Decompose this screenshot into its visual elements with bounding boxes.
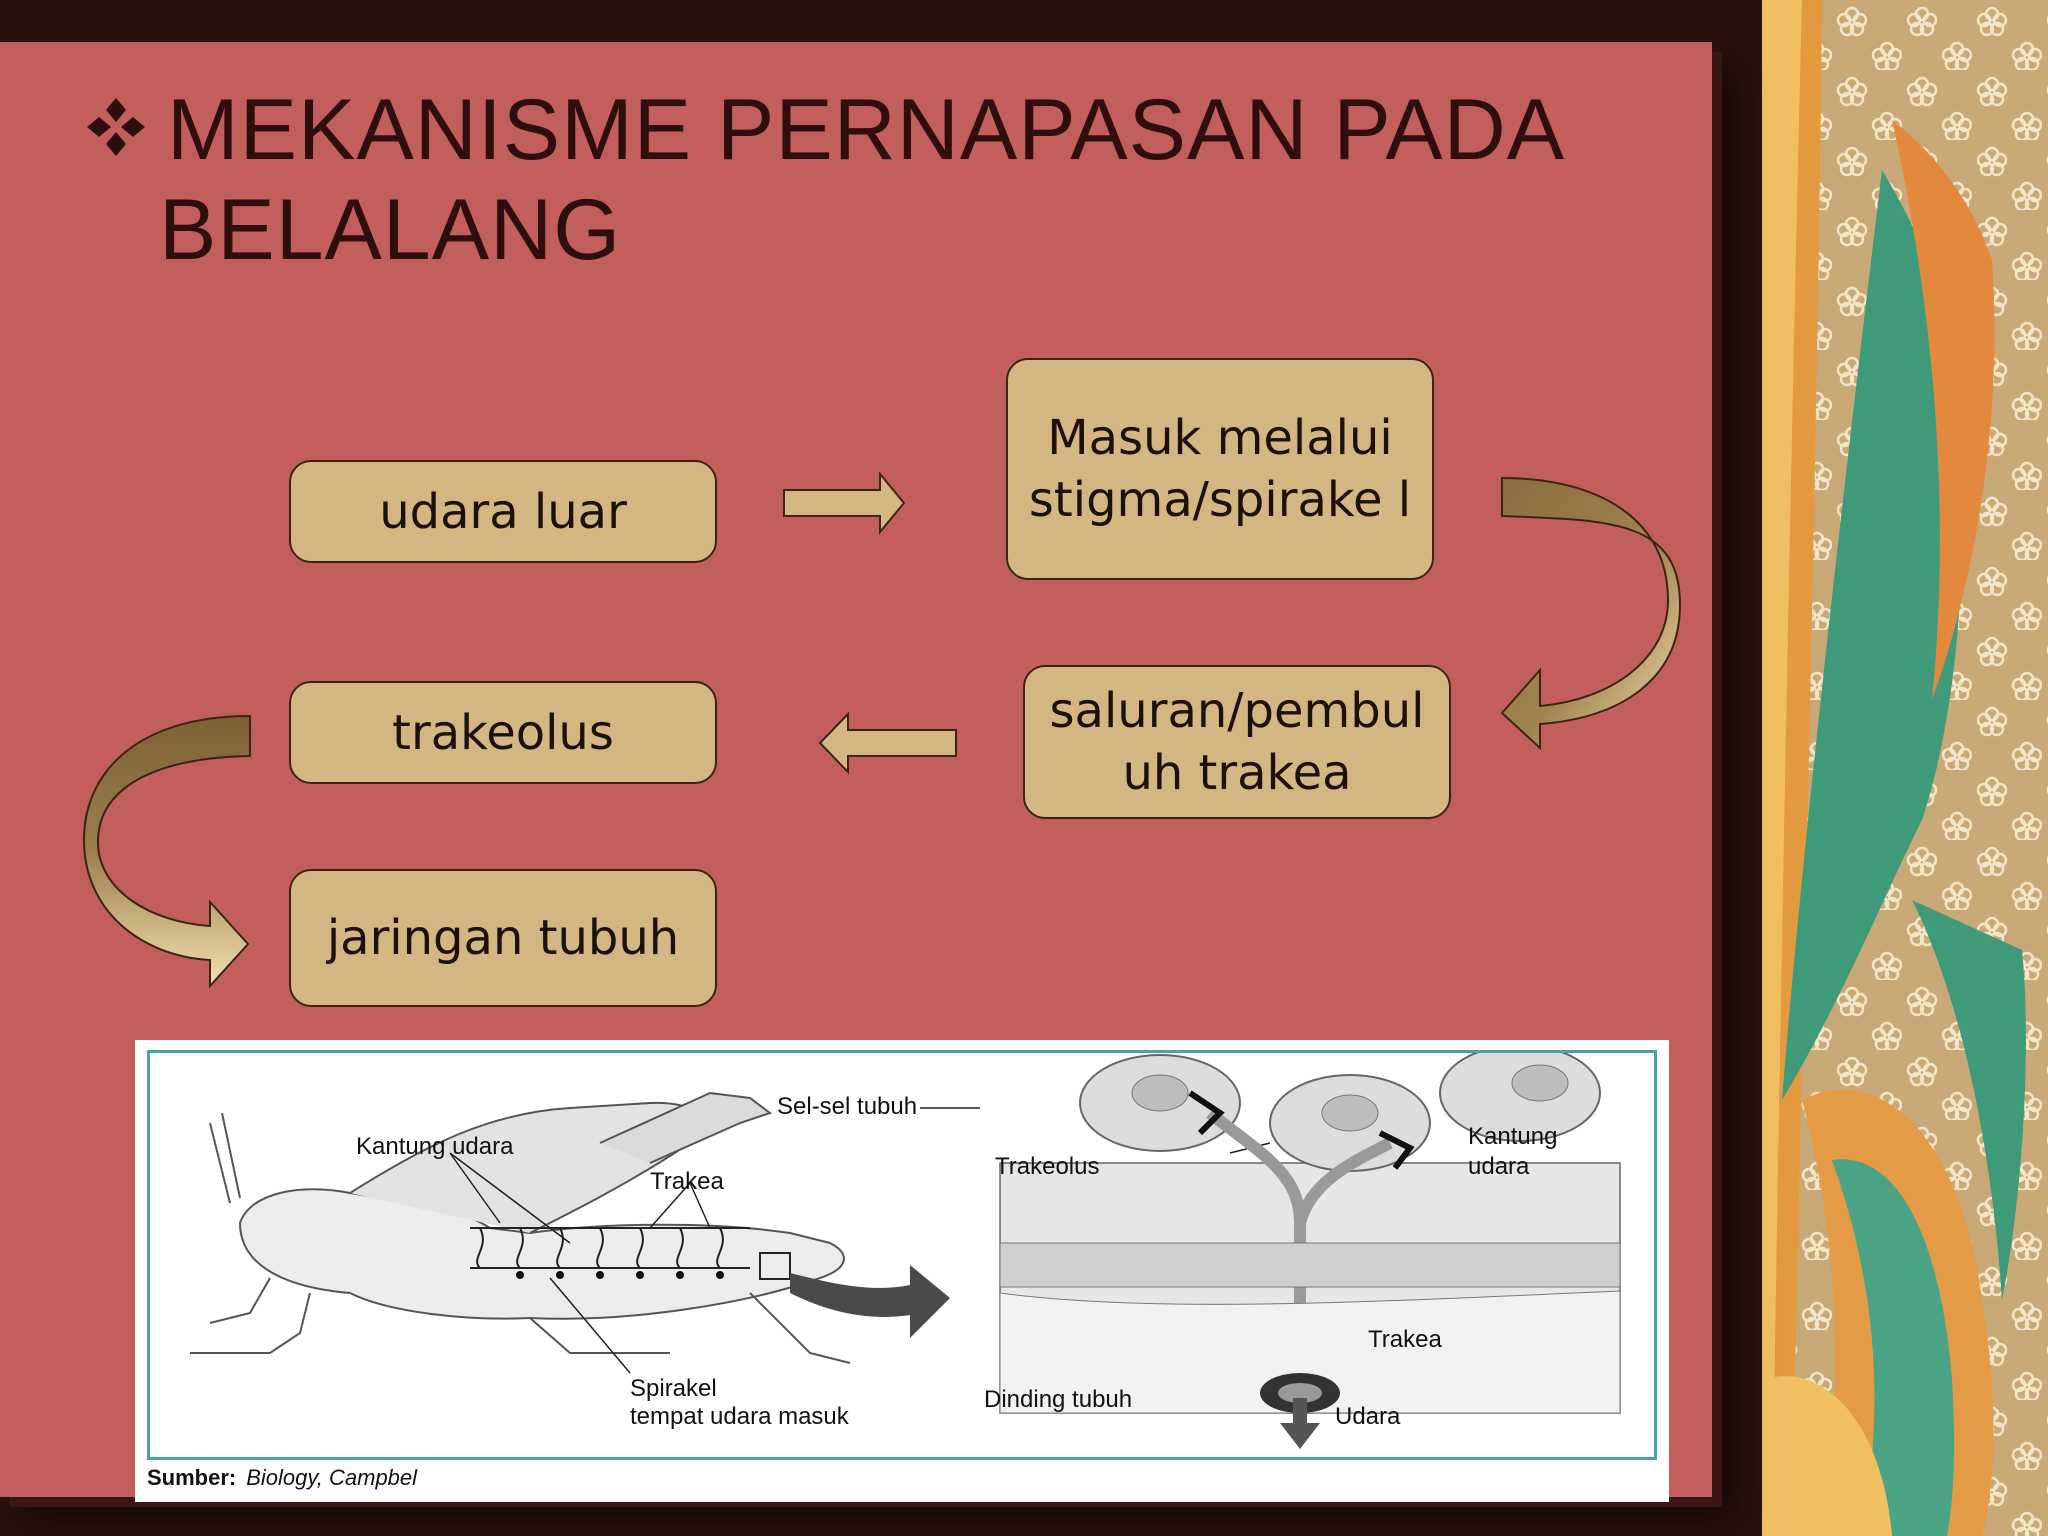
grasshopper-body (190, 1091, 851, 1364)
label-sel-sel-tubuh: Sel-sel tubuh (777, 1093, 918, 1120)
flow-box-udara-luar: udara luar (289, 460, 717, 563)
grasshopper-respiration-figure: Kantung udara Trakea Spirakel tempat uda… (135, 1040, 1669, 1502)
label-kantung-udara-left: Kantung udara (356, 1133, 514, 1160)
curved-arrow-down-left-icon (82, 714, 251, 989)
label-udara: Udara (1335, 1403, 1401, 1430)
label-trakea-right: Trakea (1368, 1326, 1442, 1353)
arrow-right-icon (783, 471, 906, 535)
label-kantung-udara-right-2: udara (1468, 1153, 1530, 1180)
title-line-2: BELALANG (159, 182, 622, 278)
label-spirakel-desc: tempat udara masuk (630, 1403, 849, 1430)
flow-box-saluran-trakea: saluran/pembul uh trakea (1023, 665, 1451, 819)
label-dinding-tubuh: Dinding tubuh (984, 1386, 1133, 1413)
source-label: Sumber: (147, 1465, 237, 1490)
label-trakea-left: Trakea (650, 1168, 724, 1195)
arrow-left-icon (818, 711, 957, 775)
spiracle-dots (516, 1271, 724, 1279)
source-value: Biology, Campbel (246, 1465, 418, 1490)
label-kantung-udara-right-1: Kantung (1468, 1123, 1558, 1150)
figure-frame: Kantung udara Trakea Spirakel tempat uda… (147, 1050, 1657, 1460)
flow-box-jaringan-tubuh: jaringan tubuh (289, 869, 717, 1007)
curved-arrow-down-right-icon (1500, 476, 1682, 751)
zoom-arrow-icon (790, 1265, 950, 1338)
label-spirakel: Spirakel (630, 1375, 717, 1402)
decorative-side-panel (1762, 0, 2048, 1536)
flow-box-masuk-melalui-stigma: Masuk melalui stigma/spirake l (1006, 358, 1434, 580)
grasshopper-illustration (190, 1053, 1621, 1449)
diamond-bullet-icon (87, 98, 145, 156)
label-trakeolus: Trakeolus (995, 1153, 1100, 1180)
air-arrow-icon (1280, 1398, 1320, 1449)
flow-box-trakeolus: trakeolus (289, 681, 717, 784)
trachea-detail (999, 1053, 1621, 1449)
title-line-1: MEKANISME PERNAPASAN PADA (167, 82, 1566, 178)
trachea-network (470, 1227, 791, 1280)
figure-source: Sumber: Biology, Campbel (147, 1464, 417, 1492)
